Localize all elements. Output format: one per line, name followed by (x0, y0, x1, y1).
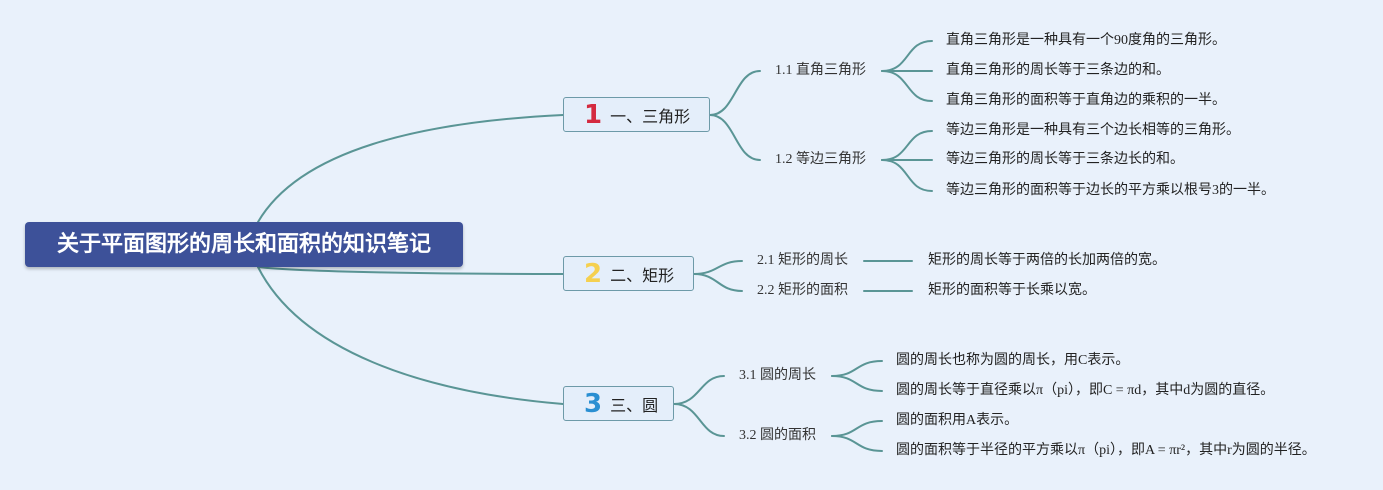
link-sub-3-1-leaf-1 (831, 360, 883, 377)
branch-label: 二、矩形 (610, 265, 675, 285)
link-sub-3-2-leaf-1 (831, 420, 883, 437)
subtopic-circle-circumference[interactable]: 3.1 圆的周长 (739, 368, 816, 383)
link-sub-3-1-leaf-2 (831, 375, 883, 392)
leaf-note[interactable]: 圆的周长等于直径乘以π（pi），即C = πd，其中d为圆的直径。 (896, 383, 1275, 398)
link-root-branch-2 (257, 266, 564, 275)
leaf-note[interactable]: 圆的面积等于半径的平方乘以π（pi），即A = πr²，其中r为圆的半径。 (896, 443, 1316, 458)
branch-label: 三、圆 (610, 395, 659, 415)
link-sub-3-2-leaf-2 (831, 435, 883, 452)
number-1-icon: 1 (584, 99, 603, 130)
branch-topic-rectangle[interactable]: 2 二、矩形 (563, 256, 694, 291)
subtopic-equilateral-triangle[interactable]: 1.2 等边三角形 (775, 152, 866, 167)
number-3-icon: 3 (584, 388, 603, 419)
subtopic-rectangle-perimeter[interactable]: 2.1 矩形的周长 (757, 253, 848, 268)
subtopic-rectangle-area[interactable]: 2.2 矩形的面积 (757, 283, 848, 298)
link-branch-2-sub-1 (693, 260, 743, 275)
link-sub-1-2-leaf-3 (881, 159, 933, 192)
root-topic[interactable]: 关于平面图形的周长和面积的知识笔记 (25, 222, 463, 267)
leaf-note[interactable]: 直角三角形的周长等于三条边的和。 (946, 63, 1170, 78)
leaf-note[interactable]: 等边三角形的周长等于三条边长的和。 (946, 152, 1184, 167)
leaf-note[interactable]: 圆的周长也称为圆的周长，用C表示。 (896, 353, 1130, 368)
link-branch-3-sub-2 (673, 403, 725, 437)
leaf-note[interactable]: 矩形的周长等于两倍的长加两倍的宽。 (928, 253, 1166, 268)
leaf-note[interactable]: 圆的面积用A表示。 (896, 413, 1019, 428)
link-root-branch-3 (257, 266, 564, 405)
link-root-branch-1 (257, 114, 564, 223)
leaf-note[interactable]: 等边三角形的面积等于边长的平方乘以根号3的一半。 (946, 183, 1275, 198)
branch-topic-circle[interactable]: 3 三、圆 (563, 386, 674, 421)
link-branch-1-sub-1 (709, 70, 761, 116)
link-sub-1-1-leaf-3 (881, 70, 933, 102)
leaf-note[interactable]: 直角三角形是一种具有一个90度角的三角形。 (946, 33, 1226, 48)
leaf-note[interactable]: 等边三角形是一种具有三个边长相等的三角形。 (946, 123, 1240, 138)
subtopic-right-triangle[interactable]: 1.1 直角三角形 (775, 63, 866, 78)
number-2-icon: 2 (584, 258, 603, 289)
branch-topic-triangle[interactable]: 1 一、三角形 (563, 97, 710, 132)
leaf-note[interactable]: 直角三角形的面积等于直角边的乘积的一半。 (946, 93, 1226, 108)
branch-label: 一、三角形 (610, 106, 691, 126)
link-branch-1-sub-2 (709, 114, 761, 161)
leaf-note[interactable]: 矩形的面积等于长乘以宽。 (928, 283, 1096, 298)
link-sub-1-2-leaf-1 (881, 130, 933, 161)
link-branch-2-sub-2 (693, 273, 743, 292)
link-branch-3-sub-1 (673, 375, 725, 405)
link-sub-1-1-leaf-1 (881, 40, 933, 72)
subtopic-circle-area[interactable]: 3.2 圆的面积 (739, 428, 816, 443)
